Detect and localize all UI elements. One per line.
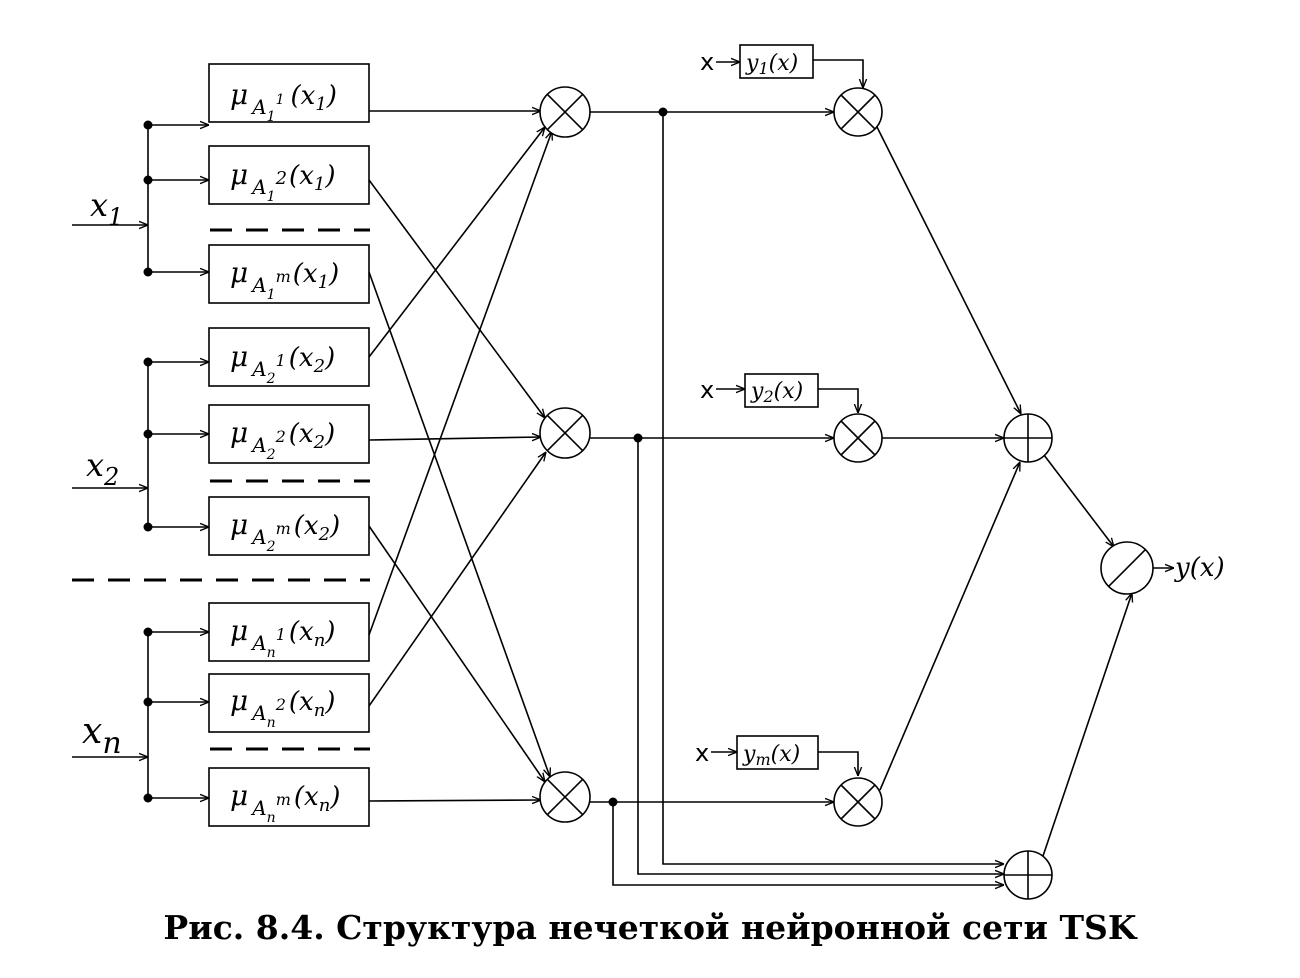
- divider-wires: [1042, 454, 1132, 857]
- svg-text:ym(x): ym(x): [742, 742, 800, 769]
- svg-text:x: x: [700, 48, 714, 76]
- svg-text:y2(x): y2(x): [750, 379, 803, 406]
- input-label-x2: x2: [86, 446, 119, 491]
- input-group-1: [72, 120, 209, 277]
- consequent-multiplier-2: [833, 413, 883, 463]
- consequent-multiplier-1: [833, 87, 883, 137]
- network-output: y(x): [1153, 553, 1225, 583]
- numerator-wires: [876, 126, 1021, 791]
- consequent-multiplier-m: [833, 777, 883, 827]
- svg-text:x: x: [695, 739, 709, 767]
- figure-caption: Рис. 8.4. Структура нечеткой нейронной с…: [163, 908, 1137, 947]
- numerator-sum-node: [1003, 413, 1053, 463]
- consequent-2: x y2(x): [700, 373, 858, 413]
- input-group-n: [72, 627, 209, 803]
- input-group-2: [72, 357, 209, 532]
- input-label-x1: x1: [90, 186, 123, 231]
- input-label-xn: xn: [82, 711, 122, 761]
- rule-multiplier-1: [539, 86, 591, 138]
- rule-multiplier-2: [539, 407, 591, 459]
- consequent-1: x y1(x): [700, 44, 863, 88]
- consequent-m: x ym(x): [695, 735, 858, 776]
- rule-output-wires: [590, 107, 1004, 886]
- denominator-sum-node: [1003, 850, 1053, 900]
- rule-multiplier-m: [539, 771, 591, 823]
- divider-node: [1100, 541, 1154, 595]
- rule-connections: [368, 111, 552, 801]
- output-label: y(x): [1174, 553, 1225, 583]
- svg-text:y1(x): y1(x): [745, 51, 798, 78]
- svg-text:x: x: [700, 376, 714, 404]
